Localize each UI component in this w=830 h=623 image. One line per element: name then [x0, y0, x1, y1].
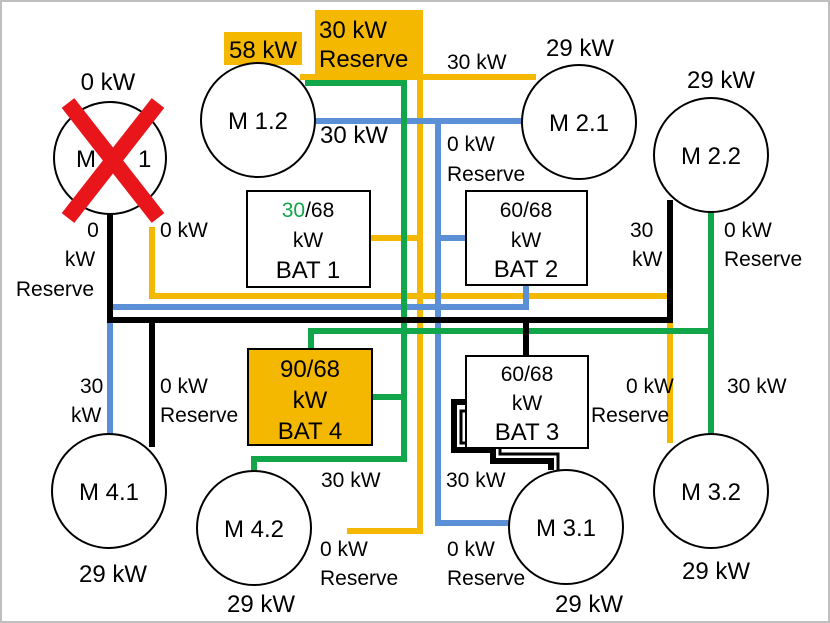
m22-power-label: 29 kW — [687, 67, 755, 94]
motor-m22: M 2.2 29 kW — [653, 67, 769, 213]
label-m32-reserve-1: 0 kW — [626, 375, 674, 398]
label-m12-blue: 30 kW — [320, 122, 388, 149]
motor-m12: M 1.2 — [200, 62, 316, 178]
m12-power-label: 58 kW — [229, 37, 297, 64]
bat4-name: BAT 4 — [278, 418, 342, 445]
label-m31-reserve-1: 0 kW — [447, 538, 495, 561]
bat4-unit: kW — [293, 387, 328, 414]
line-blue-down-m31 — [435, 121, 521, 526]
bat1-charge: 30 — [282, 199, 305, 222]
m42-name: M 4.2 — [224, 516, 284, 543]
label-m42-green: 30 kW — [321, 469, 381, 492]
m31-name: M 3.1 — [536, 515, 596, 542]
bat3-name: BAT 3 — [495, 419, 559, 446]
motor-m31: M 3.1 29 kW — [508, 469, 624, 618]
m12-name: M 1.2 — [228, 108, 288, 135]
label-m22-reserve-1: 0 kW — [724, 219, 772, 242]
line-green-bat4-m42 — [251, 397, 407, 474]
label-m41-reserve-1: 0 kW — [160, 375, 208, 398]
label-m21-reserve-1: 0 kW — [447, 133, 495, 156]
label-m42-reserve-2: Reserve — [320, 567, 398, 590]
label-m42-reserve-1: 0 kW — [320, 538, 368, 561]
bat4-charge: 90/68 — [280, 356, 340, 383]
line-yellow-m11-loop — [149, 227, 673, 443]
top-reserve-label-2: Reserve — [319, 46, 408, 73]
bat2-name: BAT 2 — [494, 256, 558, 283]
m41-power-label: 29 kW — [79, 561, 147, 588]
reserve-highlight — [315, 10, 423, 76]
m32-power-label: 29 kW — [682, 558, 750, 585]
m31-power-label: 29 kW — [555, 591, 623, 618]
motor-m32: M 3.2 29 kW — [653, 433, 769, 585]
label-m32-green: 30 kW — [727, 375, 787, 398]
label-m32-reserve-2: Reserve — [591, 404, 669, 427]
bat3-unit: kW — [512, 392, 543, 415]
m12-power-highlight — [224, 32, 302, 65]
label-m41-blue-1: 30 — [80, 375, 103, 398]
top-reserve-label-1: 30 kW — [319, 17, 387, 44]
label-m41-blue-2: kW — [71, 404, 102, 427]
m42-power-label: 29 kW — [227, 591, 295, 618]
bat1-capacity: /68 — [305, 199, 334, 222]
motor-m11: M 1 0 kW — [53, 69, 167, 223]
label-m11-reserve-2: kW — [65, 248, 96, 271]
failure-cross-icon — [61, 98, 165, 223]
line-yellow-reserve-bus — [347, 77, 423, 534]
battery-bat4: 90/68 kW BAT 4 — [247, 348, 373, 446]
motor-m42: M 4.2 29 kW — [196, 470, 312, 618]
m22-name: M 2.2 — [681, 143, 741, 170]
label-m31-reserve-2: Reserve — [447, 567, 525, 590]
m11-power-label: 0 kW — [81, 69, 136, 96]
bat2-unit: kW — [511, 229, 542, 252]
motor-m21: M 2.1 29 kW — [521, 35, 637, 180]
label-m11-reserve-1: 0 — [87, 219, 99, 242]
svg-text:30/68: 30/68 — [282, 199, 335, 222]
label-m22-black-2: kW — [632, 248, 663, 271]
bat1-unit: kW — [293, 229, 324, 252]
line-green-bat4-m32 — [308, 328, 711, 349]
connection-lines — [107, 74, 714, 534]
m21-power-label: 29 kW — [546, 35, 614, 62]
bat3-charge: 60/68 — [501, 363, 554, 386]
m21-name: M 2.1 — [549, 110, 609, 137]
bat1-name: BAT 1 — [276, 257, 340, 284]
m11-name-post: 1 — [138, 146, 151, 173]
label-m11-green: 0 kW — [160, 219, 208, 242]
battery-bat2: 60/68 kW BAT 2 — [465, 190, 588, 286]
label-m12-m21: 30 kW — [447, 51, 507, 74]
m32-name: M 3.2 — [681, 479, 741, 506]
label-m11-reserve-3: Reserve — [16, 278, 94, 301]
label-m31-black: 30 kW — [446, 469, 506, 492]
line-black-m11-m41 — [107, 200, 673, 323]
line-black-bat3-m31 — [451, 399, 554, 470]
battery-bat1: 30/68 kW BAT 1 — [246, 190, 371, 288]
m41-name: M 4.1 — [79, 479, 139, 506]
label-m22-black-1: 30 — [630, 219, 653, 242]
battery-bat3: 60/68 kW BAT 3 — [465, 355, 589, 449]
bat2-charge: 60/68 — [500, 199, 553, 222]
m11-name-pre: M — [76, 146, 96, 173]
line-blue-bus — [107, 285, 529, 436]
motor-m41: M 4.1 29 kW — [51, 433, 167, 588]
label-m22-reserve-2: Reserve — [724, 248, 802, 271]
label-m41-reserve-2: Reserve — [160, 404, 238, 427]
label-m21-reserve-2: Reserve — [447, 163, 525, 186]
line-green-m12-bat4 — [305, 80, 407, 400]
